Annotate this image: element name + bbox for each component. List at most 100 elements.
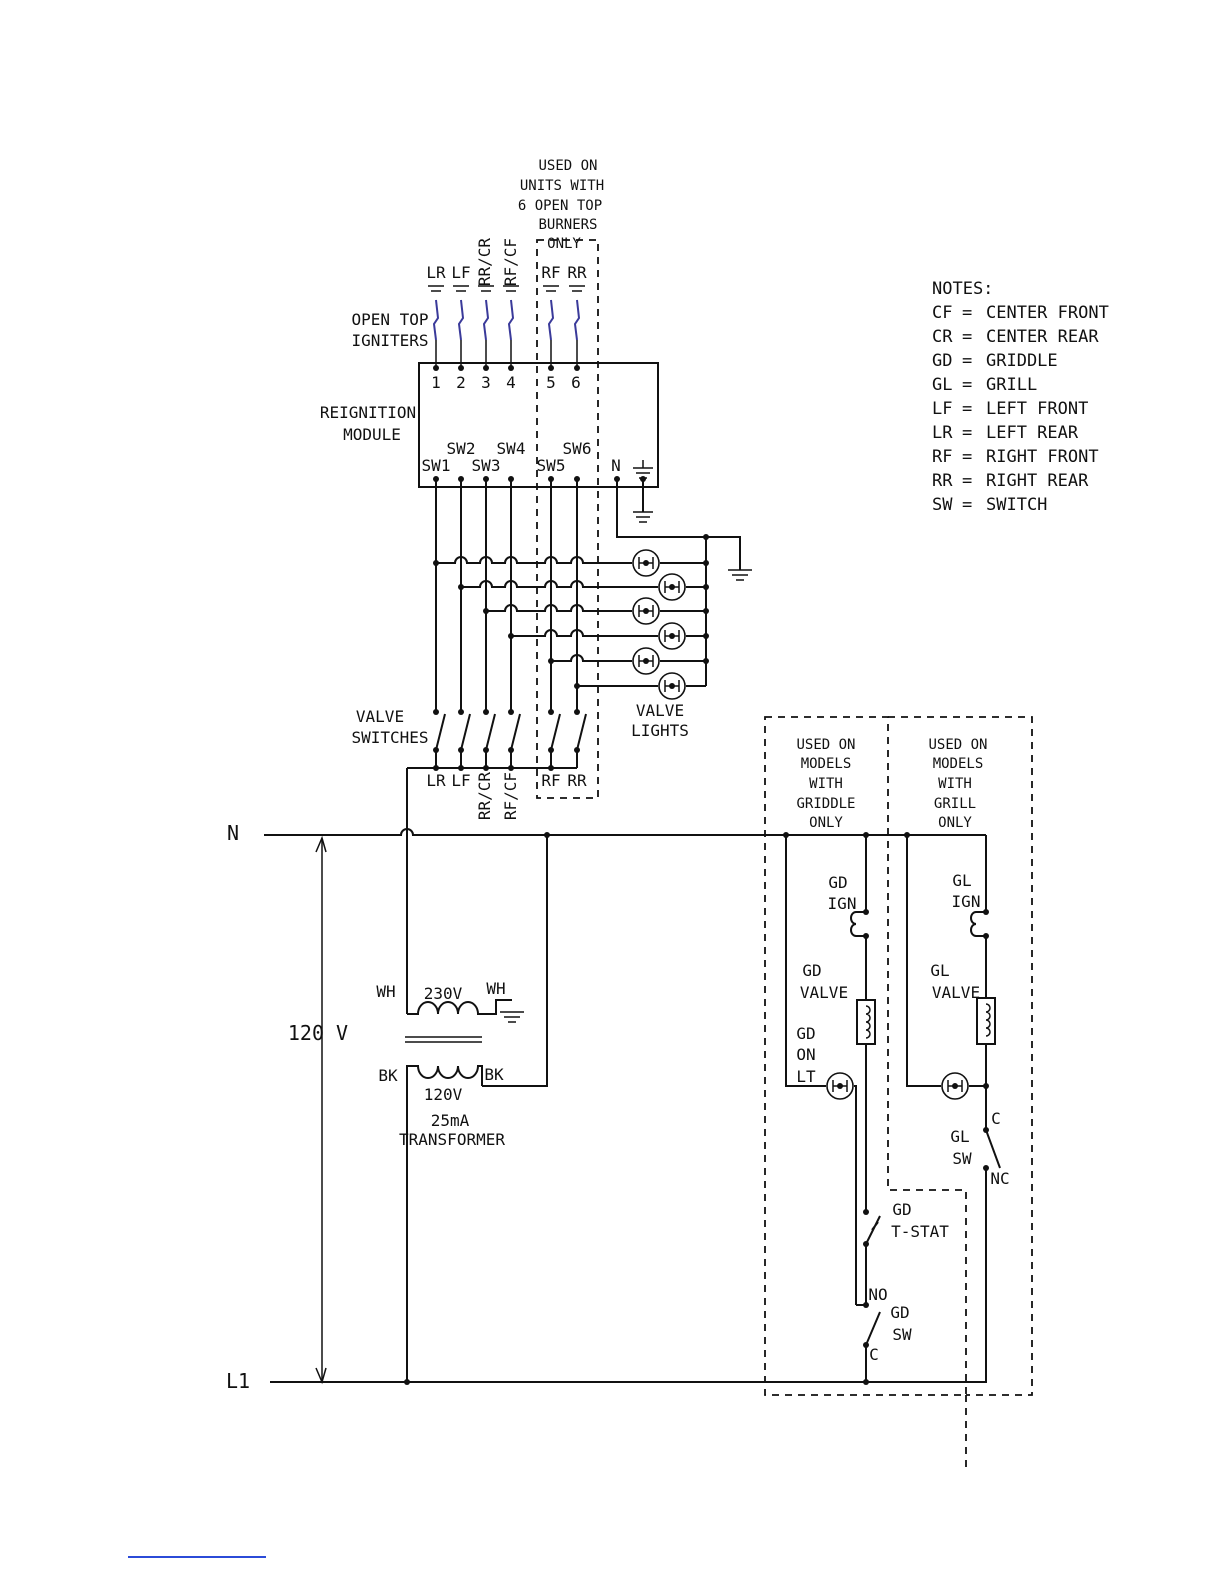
svg-text:=: =: [962, 423, 972, 443]
svg-text:GD: GD: [890, 1303, 909, 1322]
svg-text:ONLY: ONLY: [809, 815, 843, 831]
svg-text:SW3: SW3: [472, 456, 501, 475]
svg-text:GD: GD: [932, 351, 952, 371]
grill-note: USED ON MODELS WITH GRILL ONLY: [928, 737, 987, 831]
light-bus-ground-icon: [728, 569, 752, 581]
svg-text:GRIDDLE: GRIDDLE: [796, 796, 855, 812]
griddle-labels: GD IGN GD VALVE GD ON LT GD T-STAT NO GD…: [796, 873, 949, 1364]
valve-light-icon: [658, 622, 686, 650]
svg-text:NO: NO: [868, 1285, 887, 1304]
svg-text:=: =: [962, 303, 972, 323]
svg-text:N: N: [611, 456, 621, 475]
svg-text:TRANSFORMER: TRANSFORMER: [399, 1130, 505, 1149]
svg-text:C: C: [991, 1109, 1001, 1128]
optional-burners-box: [536, 239, 599, 799]
svg-text:OPEN TOP: OPEN TOP: [351, 310, 428, 329]
svg-text:SW5: SW5: [537, 456, 566, 475]
svg-text:RR: RR: [932, 471, 953, 491]
grill-labels: GL IGN GL VALVE C GL SW NC: [930, 871, 1009, 1188]
svg-text:IGN: IGN: [828, 894, 857, 913]
svg-text:25mA: 25mA: [431, 1111, 470, 1130]
open-top-igniters: [428, 285, 585, 371]
svg-text:LR: LR: [932, 423, 953, 443]
svg-text:=: =: [962, 327, 972, 347]
transformer-labels: 230V 120V WH WH BK BK 25mA TRANSFORMER: [376, 979, 505, 1149]
grill-light-icon: [941, 1072, 969, 1100]
svg-text:RF: RF: [541, 771, 560, 790]
griddle-on-light-icon: [826, 1072, 854, 1100]
svg-text:BK: BK: [378, 1066, 398, 1085]
svg-text:LEFT REAR: LEFT REAR: [986, 423, 1079, 443]
svg-text:SW: SW: [932, 495, 953, 515]
svg-text:GRILL: GRILL: [986, 375, 1037, 395]
neutral-rail: [264, 828, 986, 836]
svg-text:LR: LR: [426, 263, 446, 282]
svg-text:6 OPEN TOP: 6 OPEN TOP: [518, 198, 602, 214]
svg-text:MODULE: MODULE: [343, 425, 401, 444]
transformer-ground-icon: [500, 1011, 524, 1023]
svg-text:SW4: SW4: [497, 439, 526, 458]
svg-text:GL: GL: [952, 871, 971, 890]
svg-text:RR: RR: [567, 771, 587, 790]
igniter-3: [478, 285, 494, 368]
svg-text:=: =: [962, 351, 972, 371]
line-label: L1: [226, 1369, 250, 1393]
transformer: [405, 999, 524, 1086]
open-top-igniters-label: OPEN TOP IGNITERS: [351, 310, 428, 350]
svg-text:LT: LT: [796, 1067, 816, 1086]
igniter-1: [428, 285, 444, 368]
svg-text:GD: GD: [796, 1024, 815, 1043]
svg-text:NC: NC: [990, 1169, 1009, 1188]
svg-text:LIGHTS: LIGHTS: [631, 721, 689, 740]
griddle-switch-icon: [865, 1311, 881, 1346]
svg-text:VALVE: VALVE: [800, 983, 848, 1002]
svg-text:WH: WH: [376, 982, 395, 1001]
svg-text:GRIDDLE: GRIDDLE: [986, 351, 1058, 371]
svg-text:SW: SW: [892, 1325, 912, 1344]
griddle-tstat-icon: [865, 1215, 881, 1245]
svg-text:SW: SW: [952, 1149, 972, 1168]
valve-lights-label: VALVE LIGHTS: [631, 701, 689, 740]
svg-text:NOTES:: NOTES:: [932, 279, 993, 299]
svg-text:RIGHT REAR: RIGHT REAR: [986, 471, 1089, 491]
svg-text:5: 5: [546, 373, 556, 392]
svg-text:UNITS WITH: UNITS WITH: [520, 178, 604, 194]
svg-text:ONLY: ONLY: [938, 815, 972, 831]
svg-text:SWITCHES: SWITCHES: [351, 728, 428, 747]
svg-text:RF/CF: RF/CF: [501, 772, 520, 820]
svg-text:WITH: WITH: [809, 776, 843, 792]
svg-text:LF: LF: [451, 771, 470, 790]
svg-text:LEFT FRONT: LEFT FRONT: [986, 399, 1088, 419]
igniter-2: [453, 285, 469, 368]
svg-text:VALVE: VALVE: [636, 701, 684, 720]
svg-text:BK: BK: [484, 1065, 504, 1084]
svg-text:2: 2: [456, 373, 466, 392]
svg-text:REIGNITION: REIGNITION: [320, 403, 416, 422]
footer-link-underline[interactable]: [128, 1556, 266, 1558]
svg-text:VALVE: VALVE: [356, 707, 404, 726]
svg-text:USED ON: USED ON: [796, 737, 855, 753]
svg-text:RIGHT FRONT: RIGHT FRONT: [986, 447, 1099, 467]
module-ground-icon: [633, 460, 653, 479]
module-igniter-terminals: 1 2 3 4 5 6: [431, 373, 581, 392]
svg-text:GRILL: GRILL: [934, 796, 976, 812]
valve-light-icon: [632, 647, 660, 675]
svg-text:SW1: SW1: [422, 456, 451, 475]
svg-text:230V: 230V: [424, 984, 463, 1003]
svg-text:4: 4: [506, 373, 516, 392]
svg-text:=: =: [962, 399, 972, 419]
svg-text:RF/CF: RF/CF: [501, 238, 520, 286]
svg-text:6: 6: [571, 373, 581, 392]
svg-text:RR: RR: [567, 263, 587, 282]
svg-text:CR: CR: [932, 327, 953, 347]
svg-text:MODELS: MODELS: [933, 756, 984, 772]
svg-text:1: 1: [431, 373, 441, 392]
svg-text:BURNERS: BURNERS: [538, 217, 597, 233]
valve-light-icon: [632, 597, 660, 625]
svg-text:SWITCH: SWITCH: [986, 495, 1047, 515]
notes-legend: NOTES: CF=CENTER FRONT CR=CENTER REAR GD…: [932, 279, 1109, 515]
igniter-6: [569, 285, 585, 368]
svg-text:GL: GL: [930, 961, 949, 980]
svg-text:=: =: [962, 495, 972, 515]
